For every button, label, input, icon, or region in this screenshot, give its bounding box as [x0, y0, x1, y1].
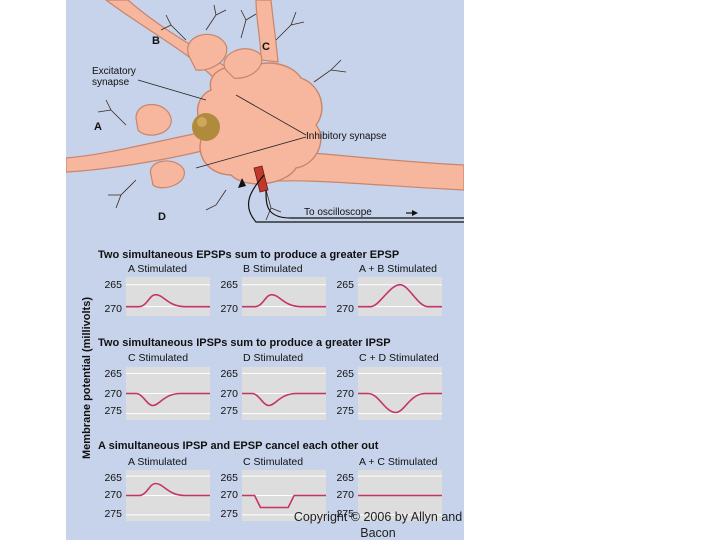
tick-label: 270: [208, 388, 238, 400]
label-inhibitory-synapse: Inhibitory synapse: [306, 131, 387, 142]
tick-label: 275: [324, 405, 354, 417]
tick-label: 270: [324, 388, 354, 400]
tick-label: 270: [324, 303, 354, 315]
plot-title: A Stimulated: [128, 263, 187, 275]
trace-svg: [126, 277, 210, 316]
tick-label: 270: [92, 388, 122, 400]
section-title-cancel: A simultaneous IPSP and EPSP cancel each…: [98, 440, 378, 452]
plot-a-stimulated: [126, 277, 210, 316]
membrane-potential-trace: [242, 394, 326, 406]
tick-label: 270: [324, 489, 354, 501]
plot-title: C Stimulated: [243, 456, 303, 468]
trace-svg: [358, 367, 442, 420]
label-D: D: [158, 212, 166, 223]
tick-label: 275: [92, 405, 122, 417]
trace-svg: [358, 277, 442, 316]
membrane-potential-trace: [126, 394, 210, 406]
label-excitatory-synapse: Excitatory synapse: [92, 66, 140, 88]
tick-label: 270: [208, 489, 238, 501]
label-B: B: [152, 36, 160, 47]
label-to-oscilloscope: To oscilloscope: [304, 207, 372, 218]
plot-title: D Stimulated: [243, 352, 303, 364]
tick-label: 265: [324, 472, 354, 484]
tick-label: 265: [92, 472, 122, 484]
copyright-text: Copyright © 2006 by Allyn and Bacon: [280, 509, 476, 541]
tick-label: 265: [92, 279, 122, 291]
tick-label: 270: [92, 489, 122, 501]
plot-a-plus-b-stimulated: [358, 277, 442, 316]
tick-label: 275: [208, 405, 238, 417]
plot-a-stimulated-2: [126, 470, 210, 521]
membrane-potential-trace: [242, 295, 326, 307]
membrane-potential-trace: [358, 394, 442, 413]
trace-svg: [242, 277, 326, 316]
tick-label: 265: [92, 368, 122, 380]
label-A: A: [94, 122, 102, 133]
plot-title: A Stimulated: [128, 456, 187, 468]
plot-c-plus-d-stimulated: [358, 367, 442, 420]
tick-label: 265: [324, 368, 354, 380]
dendrite-lower-left: [66, 132, 206, 172]
tick-label: 275: [208, 508, 238, 520]
trace-svg: [126, 367, 210, 420]
tick-label: 265: [208, 368, 238, 380]
plot-title: A + C Stimulated: [359, 456, 438, 468]
section-title-ipsp: Two simultaneous IPSPs sum to produce a …: [98, 337, 391, 349]
trace-svg: [242, 367, 326, 420]
tick-label: 270: [92, 303, 122, 315]
membrane-potential-trace: [242, 496, 326, 508]
terminal-D: [150, 161, 184, 188]
label-C: C: [262, 42, 270, 53]
tick-label: 270: [208, 303, 238, 315]
plot-d-stimulated: [242, 367, 326, 420]
plot-title: A + B Stimulated: [359, 263, 437, 275]
plot-title: C Stimulated: [128, 352, 188, 364]
plot-title: B Stimulated: [243, 263, 303, 275]
neuron-diagram: [66, 0, 464, 240]
trace-svg: [126, 470, 210, 521]
tick-label: 265: [208, 472, 238, 484]
membrane-potential-trace: [358, 285, 442, 307]
membrane-potential-trace: [126, 295, 210, 307]
section-title-epsp: Two simultaneous EPSPs sum to produce a …: [98, 249, 399, 261]
plot-c-stimulated: [126, 367, 210, 420]
membrane-potential-trace: [126, 484, 210, 496]
nucleus: [192, 113, 220, 141]
tick-label: 265: [324, 279, 354, 291]
terminal-A: [136, 105, 171, 136]
plot-b-stimulated: [242, 277, 326, 316]
tick-label: 275: [92, 508, 122, 520]
plot-title: C + D Stimulated: [359, 352, 439, 364]
tick-label: 265: [208, 279, 238, 291]
